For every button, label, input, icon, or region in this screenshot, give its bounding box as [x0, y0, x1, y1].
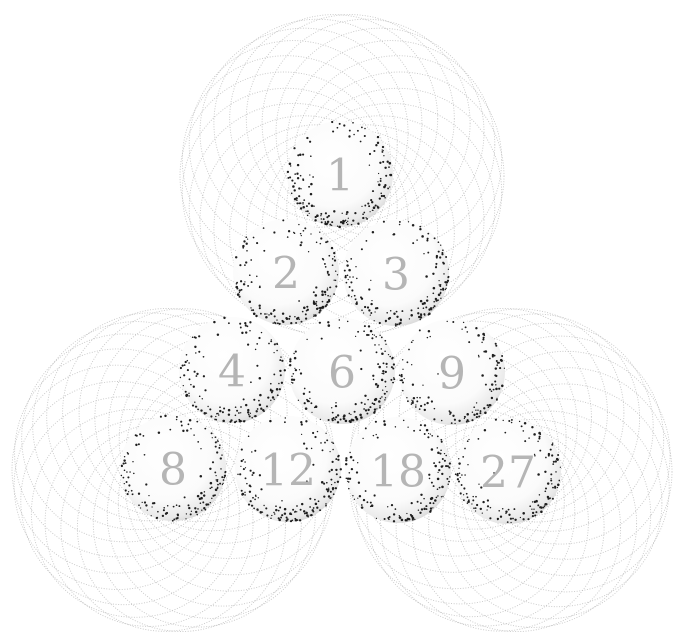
ball-number: 27 [480, 448, 536, 499]
ball-3: 3 [343, 220, 450, 327]
ball-number: 8 [159, 445, 187, 496]
ball-number: 2 [272, 249, 300, 300]
ball-18: 18 [345, 417, 451, 523]
ball-8: 8 [120, 415, 227, 522]
ball-number: 3 [382, 250, 410, 301]
ball-number: 4 [218, 347, 246, 398]
ball-number: 18 [370, 447, 426, 498]
ball-27: 27 [455, 418, 561, 524]
ball-6: 6 [289, 318, 395, 424]
ball-2: 2 [233, 219, 339, 325]
ball-number: 6 [328, 348, 356, 399]
ball-12: 12 [235, 416, 342, 522]
ball-number: 12 [260, 446, 316, 497]
ball-number: 9 [438, 349, 466, 400]
ball-4: 4 [179, 317, 286, 424]
ball-number: 1 [326, 151, 354, 202]
ball-9: 9 [399, 319, 505, 425]
